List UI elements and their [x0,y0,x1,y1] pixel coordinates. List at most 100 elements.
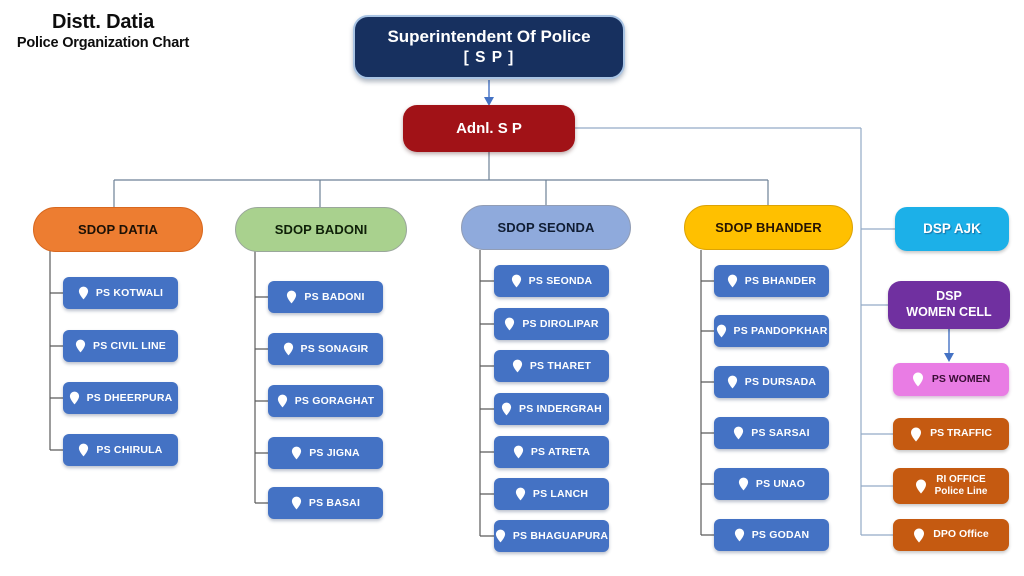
unit-label: DSP AJK [923,221,981,238]
station-label: PS CIVIL LINE [92,340,166,352]
division-pill-sdop-bhander: SDOP BHANDER [684,205,853,250]
unit-label-line: DPO Office [933,528,989,541]
division-pill-sdop-seonda: SDOP SEONDA [461,205,631,250]
station-label: PS BASAI [308,497,361,509]
location-pin-icon [716,324,727,338]
station-label: PS DIROLIPAR [522,318,599,330]
police-station-box: PS GODAN [714,519,829,551]
police-station-box: PS THARET [494,350,609,382]
unit-label: PS TRAFFIC [930,427,992,440]
location-pin-icon [504,317,515,331]
police-station-box: PS GORAGHAT [268,385,383,417]
location-pin-icon [277,394,288,408]
division-pill-sdop-badoni: SDOP BADONI [235,207,407,252]
node-superintendent-of-police: Superintendent Of Police [ S P ] [353,15,625,79]
location-pin-icon [734,528,745,542]
station-label: PS BHANDER [744,275,817,287]
police-station-box: PS DHEERPURA [63,382,178,414]
sp-abbreviation: [ S P ] [463,48,515,66]
station-label: PS JIGNA [309,447,360,459]
division-label: SDOP DATIA [78,222,158,237]
location-pin-icon [75,339,86,353]
police-station-box: PS SARSAI [714,417,829,449]
location-pin-icon [69,391,80,405]
police-station-box: PS SEONDA [494,265,609,297]
station-label: PS KOTWALI [95,287,164,299]
police-station-box: PS LANCH [494,478,609,510]
right-unit-box: DPO Office [893,519,1009,551]
police-station-box: PS ATRETA [494,436,609,468]
station-label: PS SEONDA [528,275,593,287]
location-pin-icon [291,446,302,460]
right-branch-connector [575,127,895,536]
police-station-box: PS BHAGUAPURA [494,520,609,552]
location-pin-icon [495,529,506,543]
station-label: PS GORAGHAT [294,395,375,407]
unit-label-line: DSP [936,289,962,304]
station-label: PS BHAGUAPURA [512,530,609,542]
district-name: Distt. Datia [51,11,155,33]
station-label: PS DURSADA [744,376,817,388]
station-label: PS SARSAI [751,427,810,439]
right-unit-box: PS WOMEN [893,363,1009,396]
unit-label-line: PS WOMEN [931,372,991,385]
station-label: PS ATRETA [530,446,591,458]
unit-label-line: DSP AJK [923,220,981,236]
chart-title: Distt. Datia Police Organization Chart [8,11,198,51]
unit-label: PS WOMEN [932,373,990,386]
location-pin-icon [286,290,297,304]
unit-label: DPO Office [933,528,988,541]
station-label: PS INDERGRAH [519,403,602,415]
station-label: PS DHEERPURA [86,392,173,404]
location-pin-icon [515,487,526,501]
station-label: PS PANDOPKHAR [733,325,828,337]
location-pin-icon [78,286,89,300]
location-pin-icon [513,445,524,459]
police-station-box: PS SONAGIR [268,333,383,365]
right-unit-box: DSP AJK [895,207,1009,251]
location-pin-icon [727,375,738,389]
police-station-box: PS JIGNA [268,437,383,469]
unit-label-line: Police Line [934,486,988,497]
location-pin-icon [501,402,512,416]
police-station-box: PS DURSADA [714,366,829,398]
node-additional-sp: Adnl. S P [403,105,575,152]
location-pin-icon [738,477,749,491]
police-station-box: PS BASAI [268,487,383,519]
division-pill-sdop-datia: SDOP DATIA [33,207,203,252]
police-station-box: PS UNAO [714,468,829,500]
chart-subtitle: Police Organization Chart [16,35,190,51]
sp-to-adnl-arrow [484,80,494,106]
police-station-box: PS CHIRULA [63,434,178,466]
location-pin-icon [511,274,522,288]
police-station-box: PS INDERGRAH [494,393,609,425]
location-pin-icon [291,496,302,510]
station-label: PS SONAGIR [300,343,369,355]
location-pin-icon [915,479,927,494]
station-label: PS GODAN [751,529,810,541]
main-tree-connector [113,152,769,207]
police-station-box: PS PANDOPKHAR [714,315,829,347]
station-label: PS UNAO [755,478,806,490]
location-pin-icon [733,426,744,440]
police-station-box: PS CIVIL LINE [63,330,178,362]
station-label: PS BADONI [304,291,365,303]
subtree-connector [49,250,714,537]
police-station-box: PS BADONI [268,281,383,313]
division-label: SDOP BHANDER [715,220,822,235]
location-pin-icon [912,372,924,387]
adnl-sp-label: Adnl. S P [456,120,522,137]
location-pin-icon [913,528,925,543]
police-station-box: PS DIROLIPAR [494,308,609,340]
right-unit-box: PS TRAFFIC [893,418,1009,450]
station-label: PS LANCH [532,488,589,500]
location-pin-icon [78,443,89,457]
police-station-box: PS BHANDER [714,265,829,297]
sp-title: Superintendent Of Police [387,26,591,46]
location-pin-icon [512,359,523,373]
division-label: SDOP BADONI [274,222,368,237]
